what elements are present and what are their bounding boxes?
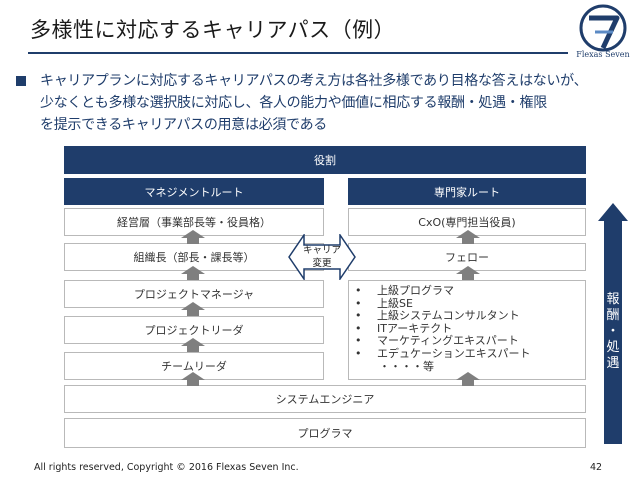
role-header: 役割	[64, 146, 586, 174]
up-arrow-icon	[181, 230, 205, 244]
pay-treatment-arrow-icon	[598, 203, 628, 444]
up-arrow-icon	[456, 230, 480, 244]
specialist-expert-list: •上級プログラマ •上級SE •上級システムコンサルタント •ITアーキテクト …	[348, 280, 586, 380]
intro-line-3: を提示できるキャリアパスの用意は必須である	[40, 117, 327, 133]
career-change-arrow-icon	[288, 234, 356, 280]
specialist-route-header: 専門家ルート	[348, 178, 586, 205]
logo-text: Flexas Seven	[576, 50, 630, 59]
up-arrow-icon	[456, 372, 480, 386]
base-level-programmer: プログラマ	[64, 418, 586, 448]
up-arrow-icon	[456, 266, 480, 280]
management-level-manager: 組織長（部長・課長等）	[64, 243, 324, 271]
intro-line-2: 少なくとも多様な選択肢に対応し、各人の能力や価値に相応する報酬・処遇・権限	[40, 95, 547, 111]
list-item: •上級システムコンサルタント	[355, 309, 520, 323]
up-arrow-icon	[181, 266, 205, 280]
list-item: •上級プログラマ	[355, 284, 454, 297]
list-etc: ・・・・等	[379, 359, 434, 373]
list-item: •上級SE	[355, 296, 413, 310]
list-item: •エデュケーションエキスパート	[355, 346, 531, 360]
up-arrow-icon	[181, 338, 205, 352]
up-arrow-icon	[181, 372, 205, 386]
career-change-label: キャリア 変更	[302, 245, 341, 269]
list-item: •マーケティングエキスパート	[355, 334, 519, 348]
title-rule	[28, 52, 568, 54]
footer-copyright: All rights reserved, Copyright © 2016 Fl…	[34, 462, 299, 473]
page-number: 42	[590, 462, 603, 473]
management-route-header: マネジメントルート	[64, 178, 324, 205]
up-arrow-icon	[181, 302, 205, 316]
list-item: •ITアーキテクト	[355, 321, 453, 335]
flexas-seven-logo-icon	[579, 4, 627, 52]
base-level-system-engineer: システムエンジニア	[64, 385, 586, 413]
bullet-square-icon	[16, 76, 26, 86]
intro-line-1: キャリアプランに対応するキャリアパスの考え方は各社多様であり目格な答えはないが、	[40, 73, 588, 89]
page-title: 多様性に対応するキャリアパス（例）	[30, 18, 396, 42]
pay-treatment-label: 報 酬 ・ 処 遇	[606, 292, 620, 371]
